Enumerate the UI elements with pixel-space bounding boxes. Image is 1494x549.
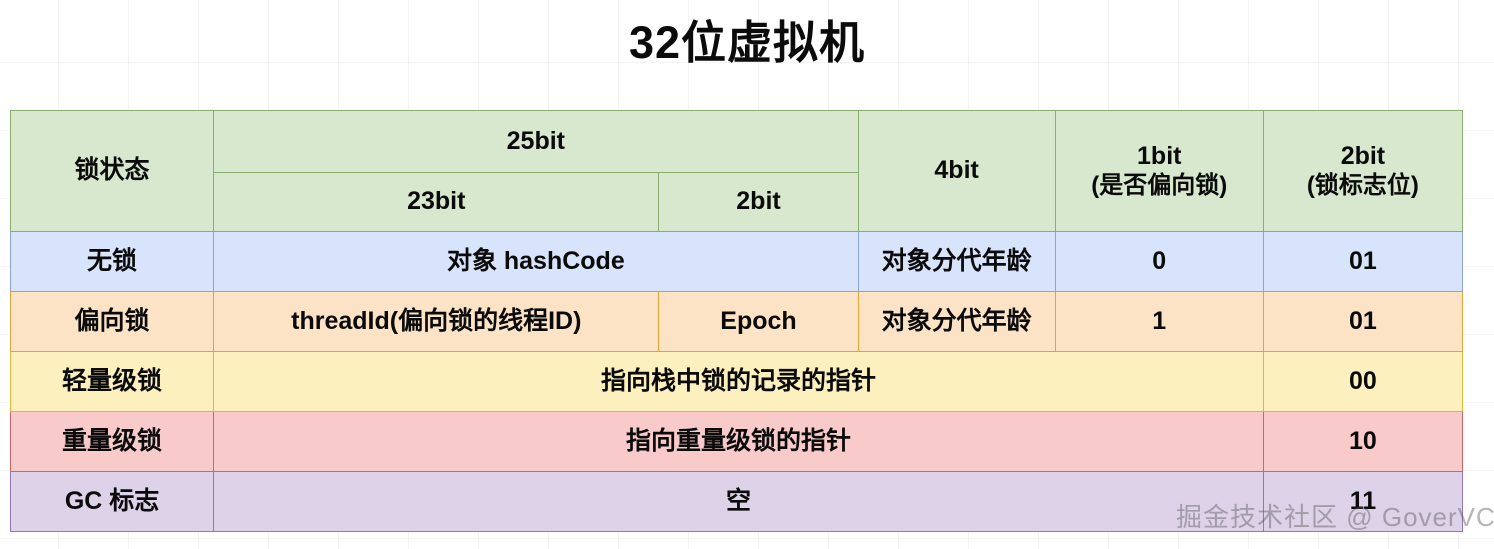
header-cell-4bit: 4bit: [857, 110, 1056, 232]
cell-lock-flag-gc-mark: 11: [1262, 471, 1464, 532]
cell-field-gc-mark: 空: [213, 471, 1264, 532]
header-1bit-main: 1bit: [1137, 142, 1182, 171]
cell-lock-flag-no-lock: 01: [1262, 231, 1464, 292]
cell-lock-flag-heavyweight-lock: 10: [1262, 411, 1464, 472]
cell-field-no-lock: 对象 hashCode: [213, 231, 859, 292]
cell-biased-bit-no-lock: 0: [1054, 231, 1264, 292]
cell-pointer-heavyweight-lock: 指向重量级锁的指针: [213, 411, 1264, 472]
cell-state-no-lock: 无锁: [9, 231, 215, 292]
page-title: 32位虚拟机: [628, 17, 866, 68]
cell-state-gc-mark: GC 标志: [9, 471, 215, 532]
table-header-row-top: 锁状态 25bit 4bit 1bit (是否偏向锁) 2bit (锁标志位): [9, 110, 1464, 232]
cell-state-biased-lock: 偏向锁: [9, 291, 215, 352]
header-cell-25bit: 25bit: [213, 110, 859, 173]
table-header-row-bottom: 23bit 2bit: [11, 172, 1463, 232]
cell-pointer-lightweight-lock: 指向栈中锁的记录的指针: [213, 351, 1264, 412]
header-cell-lock-state: 锁状态: [9, 110, 215, 232]
cell-state-heavyweight-lock: 重量级锁: [9, 411, 215, 472]
cell-threadid-biased-lock: threadId(偏向锁的线程ID): [213, 291, 660, 352]
cell-lock-flag-biased-lock: 01: [1262, 291, 1464, 352]
header-2bit-note: (锁标志位): [1306, 171, 1419, 199]
cell-state-lightweight-lock: 轻量级锁: [9, 351, 215, 412]
cell-age-no-lock: 对象分代年龄: [857, 231, 1056, 292]
cell-epoch-biased-lock: Epoch: [658, 291, 859, 352]
cell-lock-flag-lightweight-lock: 00: [1262, 351, 1464, 412]
header-cell-sub-2bit: 2bit: [658, 172, 859, 232]
header-1bit-note: (是否偏向锁): [1091, 171, 1228, 199]
header-2bit-main: 2bit: [1340, 142, 1386, 171]
header-cell-2bit: 2bit (锁标志位): [1262, 110, 1464, 232]
cell-age-biased-lock: 对象分代年龄: [857, 291, 1056, 352]
table-row-no-lock: 无锁 对象 hashCode 对象分代年龄 0 01: [9, 231, 1464, 292]
table-row-biased-lock: 偏向锁 threadId(偏向锁的线程ID) Epoch 对象分代年龄 1 01: [9, 291, 1464, 352]
table-row-gc-mark: GC 标志 空 11: [9, 471, 1464, 532]
table-row-lightweight-lock: 轻量级锁 指向栈中锁的记录的指针 00: [9, 351, 1464, 412]
header-cell-23bit: 23bit: [213, 172, 660, 232]
object-header-mark-word-table: 锁状态 25bit 4bit 1bit (是否偏向锁) 2bit (锁标志位) …: [9, 110, 1464, 532]
cell-biased-bit-biased-lock: 1: [1054, 291, 1264, 352]
table-row-heavyweight-lock: 重量级锁 指向重量级锁的指针 10: [9, 411, 1464, 472]
header-cell-1bit: 1bit (是否偏向锁): [1054, 110, 1264, 232]
